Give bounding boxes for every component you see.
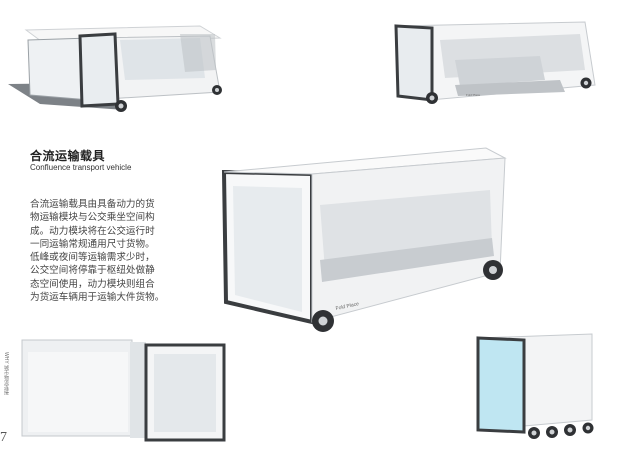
section-description: 合流运输载具由具备动力的货 物运输模块与公交乘坐空间构 成。动力模块将在公交运行… bbox=[30, 198, 180, 304]
side-label: WHY 城市物流连接 bbox=[3, 352, 9, 395]
description-line: 合流运输载具由具备动力的货 bbox=[30, 199, 155, 210]
page-number: 7 bbox=[0, 430, 7, 445]
description-line: 为货运车辆用于运输大件货物。 bbox=[30, 292, 165, 304]
description-line: 公交空间将停靠于枢纽处做静 bbox=[30, 265, 155, 277]
section-title: 合流运输载具 bbox=[30, 149, 106, 163]
vehicle-plate-main: Fold Place bbox=[335, 301, 360, 312]
section-subtitle: Confluence transport vehicle bbox=[30, 163, 132, 172]
vehicle-plate-top: Fold Place bbox=[466, 93, 481, 97]
description-line: 态空间使用，动力模块则组合 bbox=[30, 278, 155, 290]
description-line: 低峰或夜间等运输需求少时， bbox=[30, 252, 155, 264]
description-line: 物运输模块与公交乘坐空间构 bbox=[30, 212, 155, 224]
description-line: 成。动力模块将在公交运行时 bbox=[30, 225, 155, 237]
description-line: 一同运输常规通用尺寸货物。 bbox=[30, 238, 155, 250]
